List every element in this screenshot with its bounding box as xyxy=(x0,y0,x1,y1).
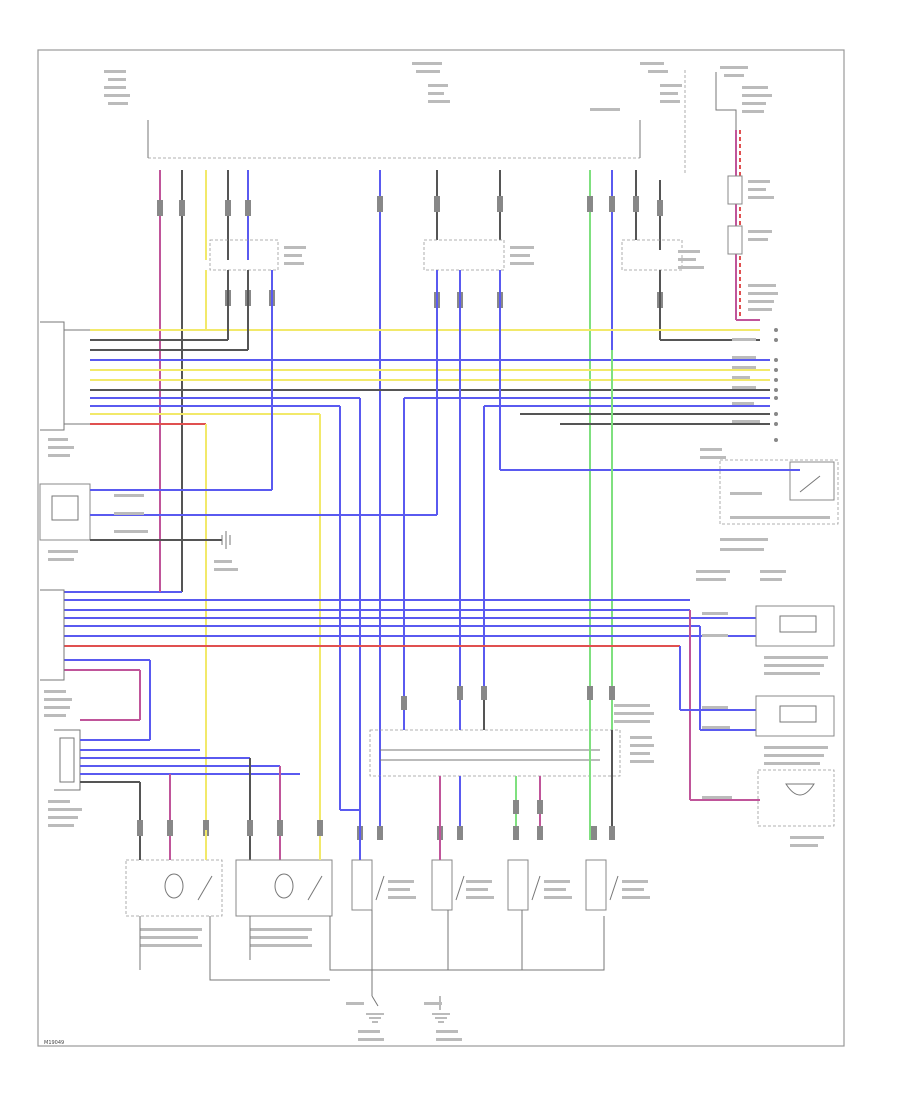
right-middle-components xyxy=(755,605,835,827)
door-switch-pins xyxy=(357,826,615,840)
right-fuse-components xyxy=(727,175,743,255)
center-block-wires xyxy=(379,700,613,840)
fuse-block-label-center xyxy=(412,62,450,103)
center-junction-block xyxy=(369,729,621,777)
right-fuse-feed xyxy=(611,200,760,350)
ground-mark-1 xyxy=(366,1013,384,1023)
fuse-block-label-right xyxy=(590,62,682,111)
front-door-lock-pins xyxy=(137,820,323,836)
ground-mark-2 xyxy=(432,1013,450,1023)
relay-labels xyxy=(284,180,778,311)
center-junction-label xyxy=(614,704,654,763)
upper-harness-bus xyxy=(90,329,770,425)
upper-bus-terminals xyxy=(774,328,778,442)
left-connector-lower-label xyxy=(44,690,72,717)
upper-harness-droppers xyxy=(205,270,760,840)
center-block-pins xyxy=(401,686,615,814)
left-connector-upper-label xyxy=(48,438,74,457)
diagram-frame xyxy=(37,49,845,1047)
left-upper-component-label xyxy=(48,494,238,571)
left-connector-upper xyxy=(40,321,90,431)
lower-left-cluster-wires xyxy=(80,719,300,860)
figure-id: M19049 xyxy=(44,1040,64,1046)
top-supply-bus xyxy=(147,70,686,175)
lower-harness-droppers xyxy=(139,610,760,801)
door-switch-feeds xyxy=(340,776,441,860)
right-middle-component-labels xyxy=(696,570,828,847)
lower-left-connector xyxy=(54,729,81,791)
front-door-lock-motors xyxy=(125,859,333,917)
fuse-block-label-left xyxy=(104,70,130,105)
door-switch-row xyxy=(351,859,619,911)
upper-bus-wire-codes xyxy=(732,338,760,423)
relay-boxes xyxy=(209,239,683,271)
battery-fuse-label xyxy=(720,66,772,113)
vertical-feed-wires xyxy=(159,130,741,840)
lower-harness-bus xyxy=(64,590,760,671)
door-switch-labels xyxy=(388,880,650,899)
front-door-lock-labels xyxy=(140,928,312,947)
front-door-lock-wires xyxy=(205,830,321,860)
ground-symbols xyxy=(346,1002,462,1041)
left-connector-lower xyxy=(40,589,65,681)
battery-fuse-feed xyxy=(715,72,737,130)
lower-left-connector-label xyxy=(48,800,82,827)
connector-pins xyxy=(157,196,663,308)
right-upper-switch xyxy=(719,459,839,525)
left-upper-component xyxy=(39,483,437,549)
ground-returns xyxy=(139,910,605,1010)
right-upper-switch-label xyxy=(700,448,830,551)
